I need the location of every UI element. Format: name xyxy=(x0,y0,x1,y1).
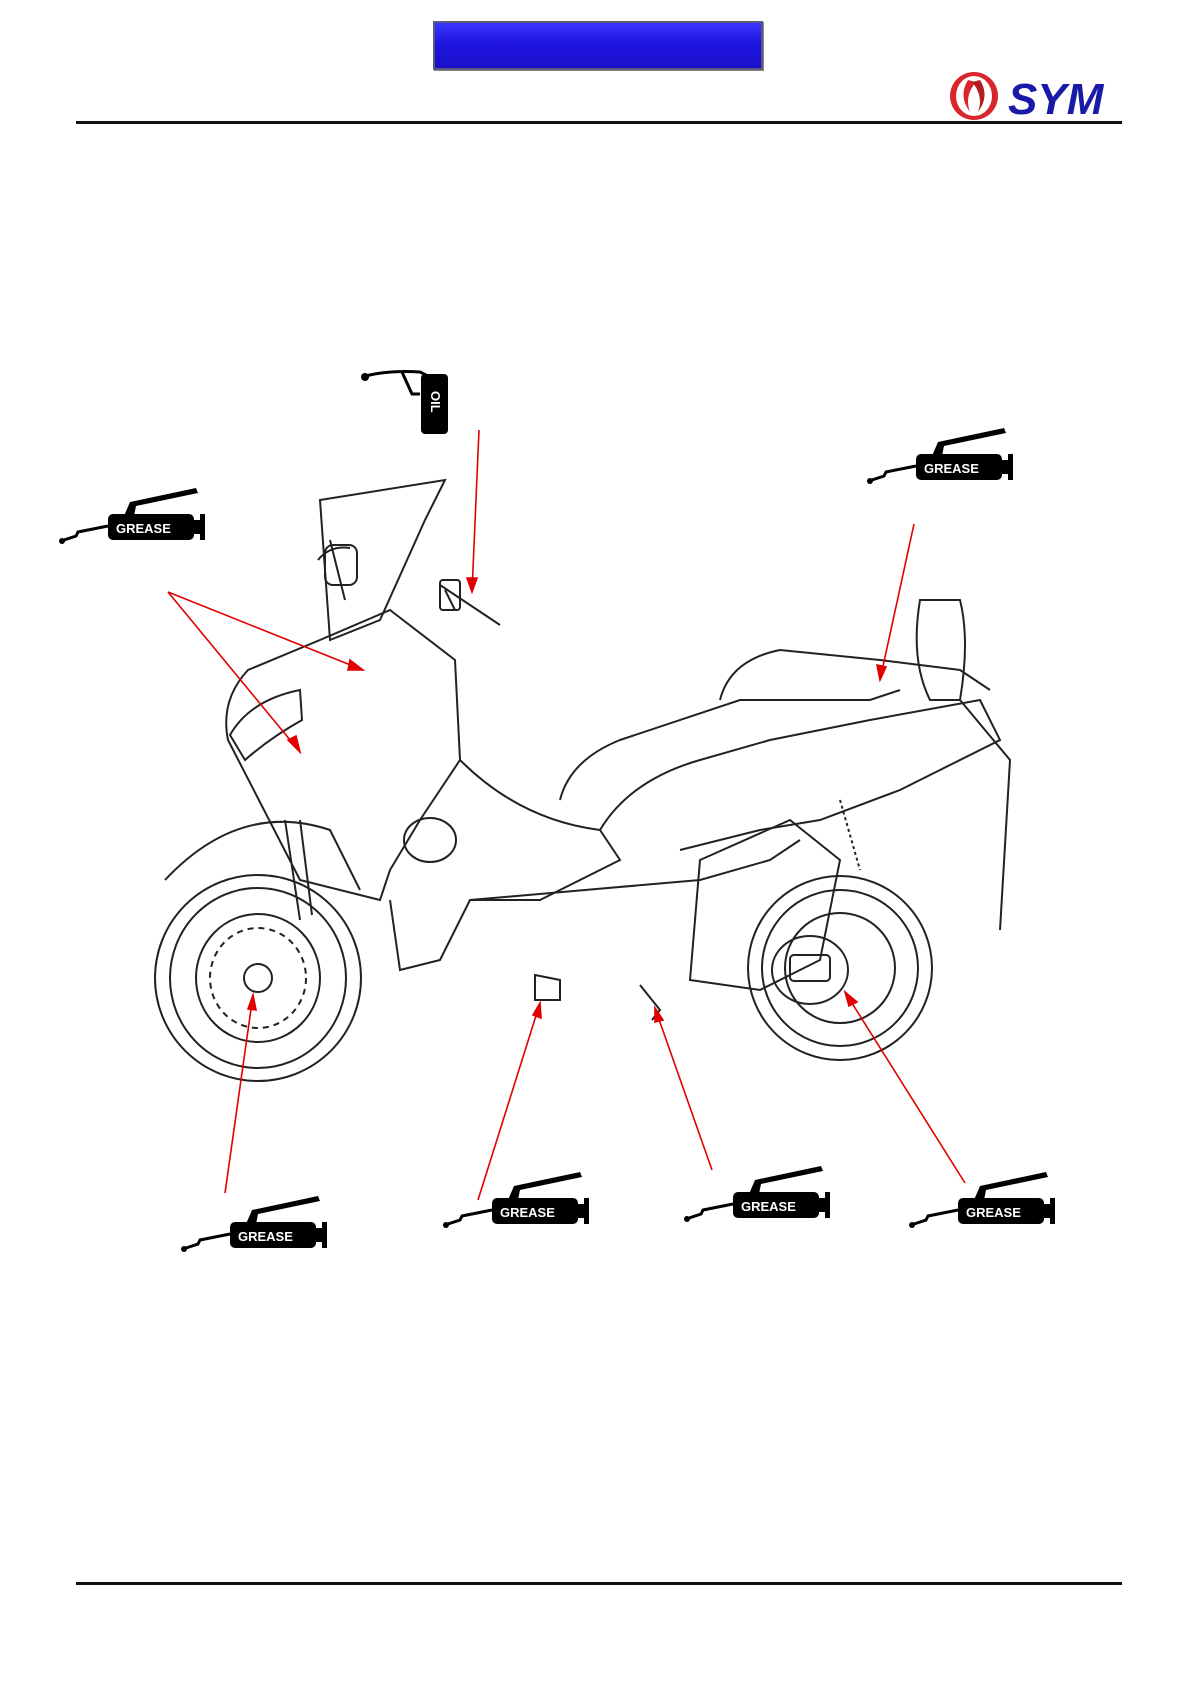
floorboard xyxy=(390,760,620,970)
scooter-drawing xyxy=(155,480,1010,1081)
grease-gun-icon: GREASE xyxy=(867,428,1013,484)
rear-wheel xyxy=(748,876,932,1060)
backrest xyxy=(917,600,965,700)
front-fender xyxy=(165,822,360,890)
brake-lever-housing xyxy=(440,580,460,610)
variator-badge xyxy=(790,955,830,981)
grease-label: GREASE xyxy=(116,521,171,536)
variator-cover xyxy=(772,936,848,1004)
windscreen xyxy=(320,480,445,640)
headlight xyxy=(230,690,302,760)
pointer-arrows xyxy=(168,430,965,1200)
grease-label: GREASE xyxy=(741,1199,796,1214)
oil-label: OIL xyxy=(428,391,443,413)
oil-can-icon: OIL xyxy=(361,372,448,435)
rear-fender xyxy=(960,700,1010,930)
seat-front xyxy=(560,690,900,800)
side-stand-pivot xyxy=(535,975,560,1000)
grease-gun-icon: GREASE xyxy=(684,1166,830,1222)
grease-gun-icon: GREASE xyxy=(443,1172,589,1228)
front-wheel xyxy=(155,875,361,1081)
fuel-cap xyxy=(404,818,456,862)
handlebar xyxy=(440,585,500,625)
grease-gun-icon: GREASE xyxy=(909,1172,1055,1228)
grease-gun-icon: GREASE xyxy=(59,488,205,544)
grease-gun-icon: GREASE xyxy=(181,1196,327,1252)
engine-case xyxy=(690,820,840,990)
grease-label: GREASE xyxy=(500,1205,555,1220)
seat-rear xyxy=(720,650,990,700)
lower-frame xyxy=(470,840,800,900)
grease-label: GREASE xyxy=(924,461,979,476)
grease-label: GREASE xyxy=(966,1205,1021,1220)
grease-label: GREASE xyxy=(238,1229,293,1244)
